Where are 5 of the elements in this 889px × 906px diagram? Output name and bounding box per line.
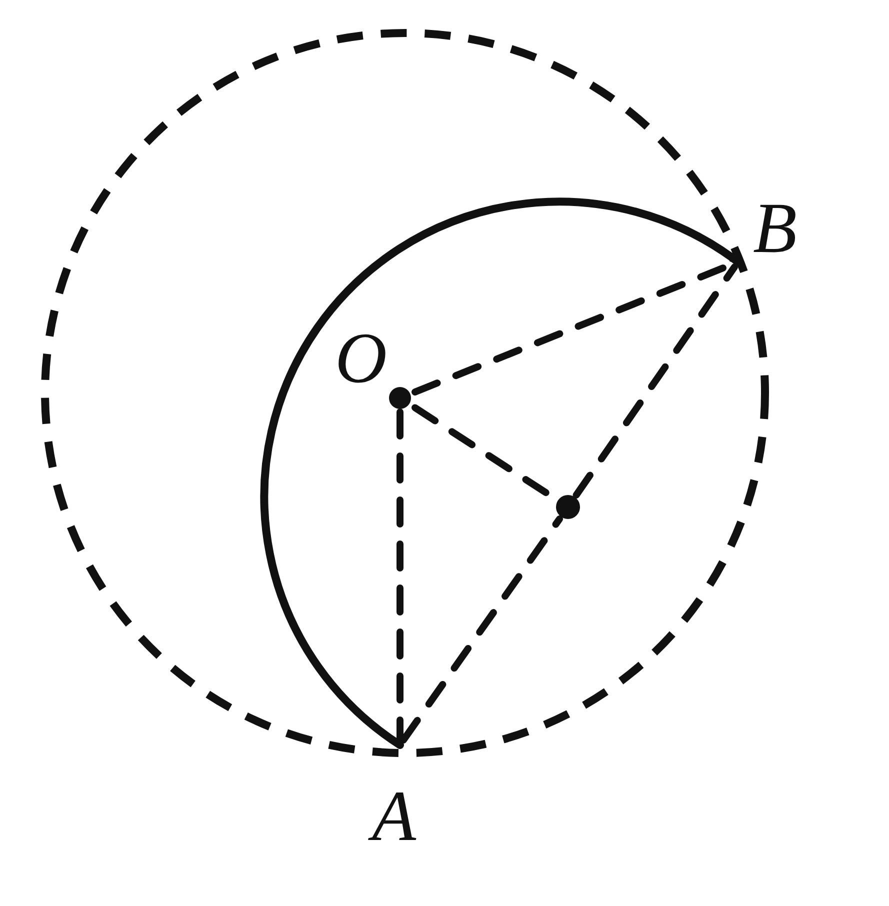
dashed-line	[396, 408, 404, 744]
point-label: O	[335, 322, 387, 394]
dashed-line	[400, 516, 563, 744]
point-label: B	[753, 192, 797, 264]
dashed-line	[572, 264, 738, 498]
